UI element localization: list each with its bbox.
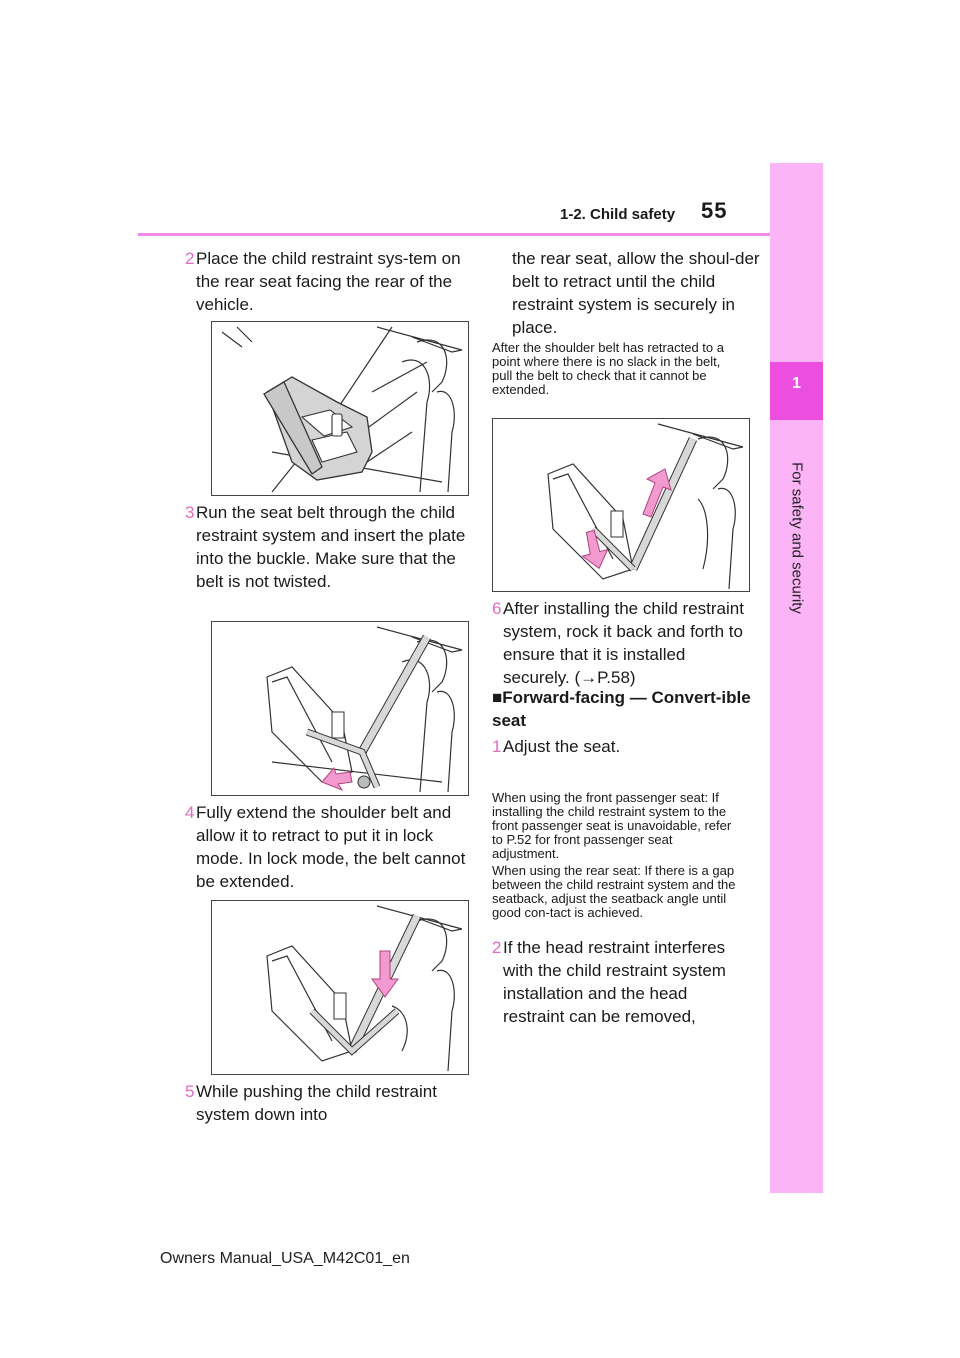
step-text: Fully extend the shoulder belt and allow… <box>196 803 466 891</box>
step-number: 6 <box>492 599 502 618</box>
step-number: 1 <box>492 737 502 756</box>
step-4: 4 Fully extend the shoulder belt and all… <box>185 801 475 893</box>
chapter-side-tab <box>770 163 823 1193</box>
step-text: Run the seat belt through the child rest… <box>196 503 466 591</box>
footer-manual-id: Owners Manual_USA_M42C01_en <box>160 1250 410 1267</box>
note-front-passenger: When using the front passenger seat: If … <box>492 790 732 861</box>
step-number: 4 <box>185 803 195 822</box>
section-heading: ■Forward-facing — Convert-ible seat <box>492 688 751 730</box>
section-title: 1-2. Child safety <box>560 206 676 223</box>
step-text: Place the child restraint sys-tem on the… <box>196 249 461 314</box>
step-number: 2 <box>492 938 502 957</box>
step-1: 1 Adjust the seat. <box>492 735 752 758</box>
step-text: Adjust the seat. <box>503 737 621 756</box>
step-2: 2 Place the child restraint sys-tem on t… <box>185 247 475 316</box>
retract-illustration <box>492 418 750 592</box>
note-slack: After the shoulder belt has retracted to… <box>492 340 724 397</box>
step-number: 5 <box>185 1082 195 1101</box>
step-text: After installing the child restraint sys… <box>503 599 744 687</box>
header-rule <box>138 233 770 236</box>
car-seat-illustration <box>211 321 469 496</box>
step-text: If the head restraint interferes with th… <box>503 938 726 1026</box>
page-number: 55 <box>701 198 728 223</box>
chapter-title: For safety and security <box>788 462 806 614</box>
step-5: 5 While pushing the child restraint syst… <box>185 1080 475 1126</box>
step-3: 3 Run the seat belt through the child re… <box>185 501 475 593</box>
step-text: While pushing the child restraint system… <box>196 1082 437 1124</box>
step-6: 6 After installing the child restraint s… <box>492 597 752 689</box>
note-rear-seat: When using the rear seat: If there is a … <box>492 863 736 920</box>
push-arrow-icon <box>371 950 399 998</box>
step-2-head-restraint: 2 If the head restraint interferes with … <box>492 936 752 1028</box>
seat-belt-illustration <box>211 621 469 796</box>
step-number: 2 <box>185 249 195 268</box>
chapter-number: 1 <box>792 375 801 392</box>
chapter-number-box <box>770 362 823 420</box>
lock-mode-illustration <box>211 900 469 1075</box>
step-number: 3 <box>185 503 195 522</box>
step-5-continued: the rear seat, allow the shoul-der belt … <box>512 249 760 337</box>
